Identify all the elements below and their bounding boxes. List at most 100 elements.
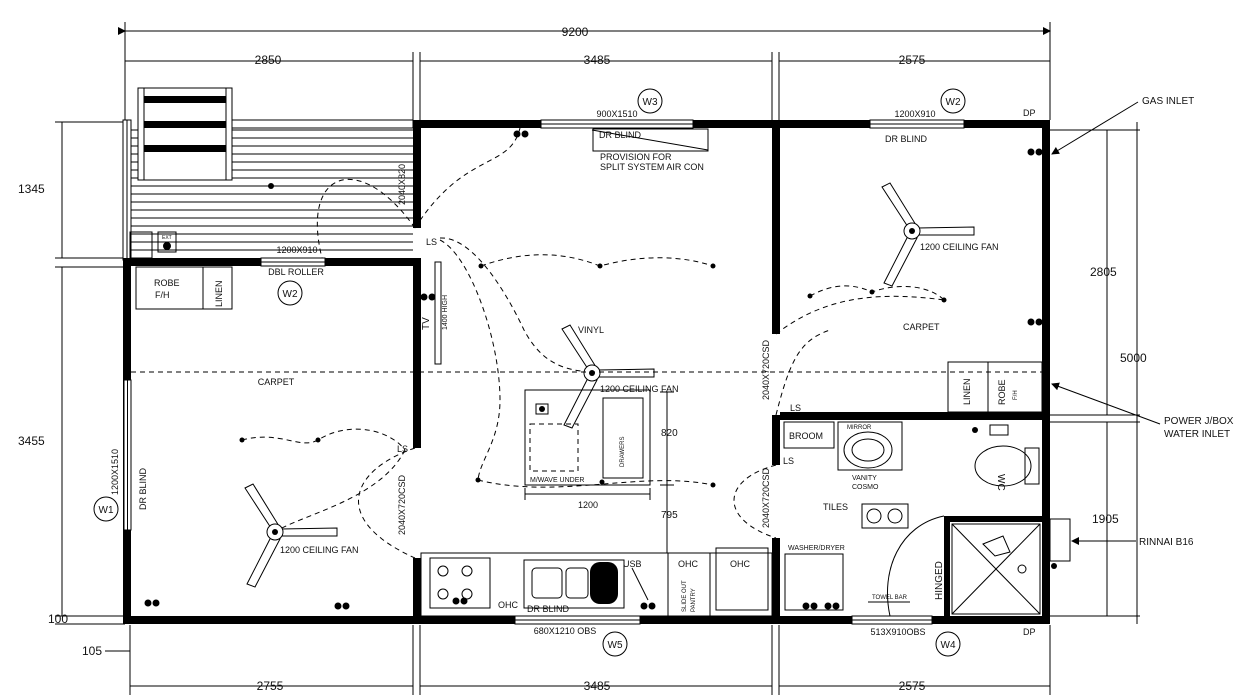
w3-size: 900X1510 xyxy=(596,109,637,119)
top-dimensions: 9200 2850 3485 2575 xyxy=(118,22,1051,120)
bath-towel: TOWEL BAR xyxy=(872,595,908,601)
water-inlet-label: WATER INLET xyxy=(1164,429,1230,440)
bench-ohc-3: OHC xyxy=(730,559,751,569)
ls-bed2: LS xyxy=(790,403,801,413)
clearance: 795 xyxy=(661,510,678,521)
gas-inlet-label: GAS INLET xyxy=(1142,96,1194,107)
bed2-door-size: 2040X720CSD xyxy=(761,339,771,400)
aircon-note-1: PROVISION FOR xyxy=(600,152,672,162)
w3-tag: W3 xyxy=(643,97,658,108)
w2-right-tag: W2 xyxy=(946,97,961,108)
top-dim-3: 2575 xyxy=(899,53,926,67)
right-dim-1: 2805 xyxy=(1090,265,1117,279)
bath-mirror: MIRROR xyxy=(847,425,872,431)
w5-size: 680X1210 OBS xyxy=(534,626,597,636)
island-drawers: DRAWERS xyxy=(620,437,626,467)
bed2-robe-sub: F/H xyxy=(1013,390,1019,400)
annotations: GAS INLET POWER J/BOX WATER INLET RINNAI… xyxy=(1023,96,1234,637)
bath-wc: WC xyxy=(995,474,1006,491)
bath-door-size: 2040X720CSD xyxy=(761,467,771,528)
w2-right-size: 1200X910 xyxy=(894,109,935,119)
left-dim-3: 100 xyxy=(48,612,68,626)
tv-label: TV xyxy=(421,317,432,330)
kitchen-bench: OHC USB OHC SLIDE OUT PANTRY OHC xyxy=(420,547,773,617)
bed1-robe-sub: F/H xyxy=(155,290,170,300)
w2-right-treatment: DR BLIND xyxy=(885,134,928,144)
bench-usb: USB xyxy=(623,559,642,569)
bed1-linen: LINEN xyxy=(214,280,224,307)
top-dim-2: 3485 xyxy=(584,53,611,67)
w1-treatment: DR BLIND xyxy=(138,467,148,510)
ext-light: EXT xyxy=(157,231,177,253)
w2-left-treatment: DBL ROLLER xyxy=(268,267,324,277)
power-jbox-label: POWER J/BOX xyxy=(1164,416,1234,427)
bench-ohc-1: OHC xyxy=(498,600,519,610)
bed1-robe: ROBE xyxy=(154,278,180,288)
right-dimensions: 2805 5000 1905 xyxy=(1050,122,1147,624)
w2-left-tag: W2 xyxy=(283,289,298,300)
dp-bottom: DP xyxy=(1023,627,1036,637)
bottom-dim-1: 2755 xyxy=(257,679,284,693)
island-depth: 820 xyxy=(661,428,678,439)
bed2-linen: LINEN xyxy=(962,378,972,405)
bed1-floor: CARPET xyxy=(258,377,295,387)
left-dim-1: 1345 xyxy=(18,182,45,196)
kitchen-island: DRAWERS M/WAVE UNDER 1200 820 795 xyxy=(524,389,678,553)
living-fan: 1200 CEILING FAN xyxy=(600,384,679,394)
total-width-label: 9200 xyxy=(562,25,589,39)
bath-vanity-1: VANITY xyxy=(852,475,877,482)
aircon-note-2: SPLIT SYSTEM AIR CON xyxy=(600,162,704,172)
bed1-door-size: 2040X720CSD xyxy=(397,474,407,535)
left-offset-dim: 105 xyxy=(82,644,102,658)
bath-vanity-2: COSMO xyxy=(852,484,879,491)
bath-broom: BROOM xyxy=(789,431,823,441)
island-width: 1200 xyxy=(578,500,598,510)
w4-tag: W4 xyxy=(941,640,956,651)
bath-door: 2040X720CSD xyxy=(733,464,777,539)
deck-steps xyxy=(137,87,233,181)
deck-door-size: 2040X820 xyxy=(397,164,407,205)
dp-top: DP xyxy=(1023,108,1036,118)
living-area: PROVISION FOR SPLIT SYSTEM AIR CON TV 14… xyxy=(131,128,1042,488)
bottom-dim-3: 2575 xyxy=(899,679,926,693)
bed2-floor: CARPET xyxy=(903,322,940,332)
left-dimensions: 1345 3455 100 xyxy=(18,121,125,626)
bathroom: BROOM MIRROR VANITY COSMO TILES WASHER/D… xyxy=(783,421,1040,617)
bottom-dimensions: 2755 3485 2575 105 xyxy=(82,625,1051,695)
hinged-label: HINGED xyxy=(934,561,945,600)
tv-note: 1400 HIGH xyxy=(442,295,449,330)
island-microwave: M/WAVE UNDER xyxy=(530,477,584,484)
shower xyxy=(951,523,1041,615)
bed2-fan: 1200 CEILING FAN xyxy=(920,242,999,252)
left-dim-2: 3455 xyxy=(18,434,45,448)
bedroom-1: ROBE F/H LINEN CARPET 1200 CEILING FAN xyxy=(135,266,406,610)
living-floor: VINYL xyxy=(578,325,604,335)
pantry-2: PANTRY xyxy=(691,588,697,612)
bed1-door: 2040X720CSD xyxy=(358,447,416,559)
w5-tag: W5 xyxy=(608,640,623,651)
window-w1: 1200X1510 DR BLIND W1 xyxy=(93,379,148,531)
ext-light-label: EXT xyxy=(162,235,172,241)
right-dim-total: 5000 xyxy=(1120,351,1147,365)
bath-tiles: TILES xyxy=(823,502,848,512)
bottom-dim-2: 3485 xyxy=(584,679,611,693)
ls-bath: LS xyxy=(783,456,794,466)
bed1-fan: 1200 CEILING FAN xyxy=(280,545,359,555)
window-w2-left: 1200X910 DBL ROLLER W2 xyxy=(260,245,326,306)
window-w3: 900X1510 DR BLIND W3 xyxy=(540,88,694,140)
window-w5: 680X1210 OBS DR BLIND W5 xyxy=(514,604,641,657)
bench-ohc-2: OHC xyxy=(678,559,699,569)
w5-treatment: DR BLIND xyxy=(527,604,570,614)
bedroom-2: 1200 CEILING FAN CARPET LINEN ROBE F/H D… xyxy=(807,108,1043,413)
w2-left-size: 1200X910 xyxy=(276,245,317,255)
rinnai-label: RINNAI B16 xyxy=(1139,537,1194,548)
deck-door: 2040X820 xyxy=(316,127,521,259)
w1-tag: W1 xyxy=(99,505,114,516)
bed2-door: 2040X720CSD xyxy=(761,295,945,416)
bed2-robe: ROBE xyxy=(997,379,1007,405)
window-w2-right: 1200X910 DR BLIND W2 xyxy=(869,88,966,144)
pantry-1: SLIDE OUT xyxy=(682,580,688,612)
bath-washer: WASHER/DRYER xyxy=(788,545,845,552)
w4-size: 513X910OBS xyxy=(870,627,925,637)
